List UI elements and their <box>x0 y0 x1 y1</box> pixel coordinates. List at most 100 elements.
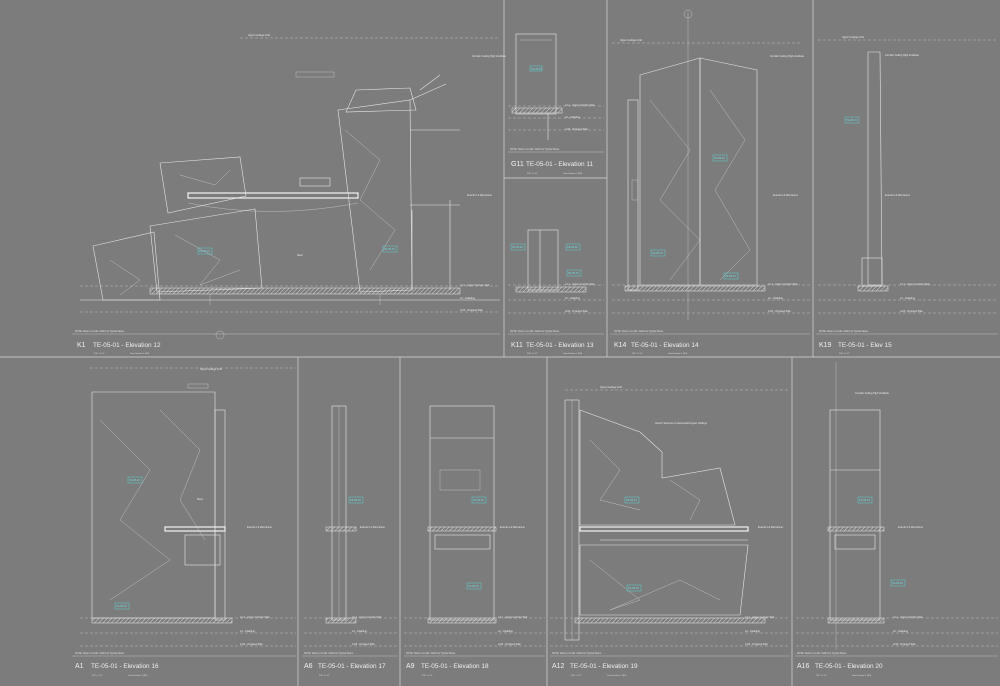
panel-view: View Section 1 (E2) <box>668 352 687 355</box>
panel-note: NOTE: Refer to A-101 / E011 for Typical … <box>75 330 125 333</box>
panel-scale: 1/4" = 1'-0" <box>816 675 827 677</box>
material-tag: TE-05-01 <box>628 586 639 590</box>
level-label: Exterior L2 Mezzanine <box>360 526 385 529</box>
level-label: L2.1 - Upper Corridor Slab <box>893 616 923 619</box>
interior-note: Interior Structure to Suspended Upper Ce… <box>655 422 708 425</box>
level-label: Exterior L2 Mezzanine <box>898 526 923 529</box>
panel-title: TE-05-01 - Elevation 16 <box>91 663 159 670</box>
panel-title: TE-05-01 - Elevation 19 <box>570 663 638 670</box>
panel-scale: 1/4" = 1'-0" <box>527 173 538 175</box>
panel-note: NOTE: Refer to A-101 / E011 for Typical … <box>406 652 456 655</box>
material-tag: TE-05-01 <box>199 249 210 253</box>
material-tag: TE-05-01 <box>725 274 736 278</box>
level-label: L2.1 - Upper Corridor Slab <box>768 283 798 286</box>
level-label: L2.1 - Upper Corridor Slab <box>240 616 270 619</box>
steel-label: Steel <box>297 254 303 257</box>
material-tag: TE-05-01 <box>116 604 127 608</box>
elevation-19-drawing: Upper Ceilings Grid Interior Structure t… <box>550 386 790 647</box>
panel-scale: 1/4" = 1'-0" <box>422 675 433 677</box>
elevation-18-drawing: TE-05-01 Exterior L2 Mezzanine TE-05-01 … <box>404 405 545 647</box>
level-label: Exterior L2 Mezzanine <box>885 194 910 197</box>
elevation-12-drawing: Upper Ceilings Grid Corridor Ceiling Hig… <box>80 34 507 340</box>
level-label: Exterior L2 Mezzanine <box>758 526 783 529</box>
panel-note: NOTE: Refer to A-101 / E011 for Typical … <box>614 330 664 333</box>
level-label: L2.B - Dropped Slab <box>240 643 263 646</box>
elevation-20-drawing: Corridor Ceiling High Vestibule TE-05-01… <box>796 362 998 650</box>
material-tag: TE-05-01 <box>567 245 578 249</box>
panel-note: NOTE: Refer to A-101 / E011 for Typical … <box>819 330 869 333</box>
level-label: Exterior L2 Mezzanine <box>247 526 272 529</box>
level-label: L2.B - Dropped Slab <box>900 310 923 313</box>
level-label: L2 - Cladding <box>900 297 915 300</box>
level-label: Corridor Ceiling High Vestibule <box>770 55 805 58</box>
elevation-19-title: NOTE: Refer to A-101 / E011 for Typical … <box>552 652 638 677</box>
panel-scale: 1/4" = 1'-0" <box>839 353 850 355</box>
panel-code: A6 <box>304 663 313 670</box>
level-label: L2 - Cladding <box>240 630 255 633</box>
material-tag: TE-05-01 <box>531 67 542 71</box>
material-tag: TE-05-01 <box>714 156 725 160</box>
elevation-12-title: NOTE: Refer to A-101 / E011 for Typical … <box>75 330 161 355</box>
material-tag: TE-05-01 <box>384 247 395 251</box>
level-label: L2.B - Dropped Slab <box>745 643 768 646</box>
material-tag: TE-05-01 <box>568 271 579 275</box>
panel-code: K11 <box>511 342 523 349</box>
panel-title: TE-05-01 - Elevation 20 <box>815 663 883 670</box>
elevation-17-drawing: TE-05-01 Exterior L2 Mezzanine L2.1 - Up… <box>304 405 398 647</box>
panel-scale: 1/4" = 1'-0" <box>94 353 105 355</box>
level-label: L2.1 - Upper Corridor Slab <box>352 616 382 619</box>
elevation-14-title: NOTE: Refer to A-101 / E011 for Typical … <box>614 330 699 355</box>
material-tag: TE-05-01 <box>468 584 479 588</box>
panel-note: NOTE: Refer to A-101 / E011 for Typical … <box>797 652 847 655</box>
panel-view: View Section 1 (E2) <box>852 674 871 677</box>
material-tag: TE-05-01 <box>512 245 523 249</box>
elevation-14-drawing: Upper Ceilings Grid Corridor Ceiling Hig… <box>612 9 810 320</box>
level-label: L2 - Cladding <box>460 297 475 300</box>
panel-code: A16 <box>797 663 810 670</box>
level-label: L2.1 - Upper Corridor Slab <box>565 283 595 286</box>
level-label: Upper Ceilings Grid <box>620 39 642 42</box>
level-label: Corridor Ceiling High Vestibule <box>885 54 920 57</box>
panel-view: View Section 1 (E2) <box>130 352 149 355</box>
level-label: L2 - Cladding <box>565 116 580 119</box>
elevation-11-title: NOTE: Refer to A-101 / E011 for Typical … <box>510 148 593 175</box>
panel-scale: 1/4" = 1'-0" <box>319 675 330 677</box>
material-tag: TE-05-01 <box>473 498 484 502</box>
material-tag: TE-05-01 <box>350 498 361 502</box>
panel-scale: 1/4" = 1'-0" <box>571 675 582 677</box>
level-label: L2.1 - Upper Corridor Slab <box>565 104 595 107</box>
panel-view: View Section 1 (E2) <box>128 674 147 677</box>
level-label: Upper Ceilings Grid <box>842 36 864 39</box>
level-label: L2.1 - Upper Corridor Slab <box>460 284 490 287</box>
panel-note: NOTE: Refer to A-101 / E011 for Typical … <box>304 652 354 655</box>
level-label: Exterior L2 Mezzanine <box>773 194 798 197</box>
panel-title: TE-05-01 - Elevation 18 <box>421 663 489 670</box>
panel-scale: 1/4" = 1'-0" <box>632 353 643 355</box>
panel-code: A12 <box>552 663 565 670</box>
material-tag: TE-05-01 <box>846 118 857 122</box>
elevation-20-title: NOTE: Refer to A-101 / E011 for Typical … <box>797 652 883 677</box>
material-tag: TE-05-01 <box>892 581 903 585</box>
steel-label: Steel <box>197 498 203 501</box>
level-label: Corridor Ceiling High Vestibule <box>855 392 890 395</box>
material-tag: TE-05-01 <box>859 498 870 502</box>
level-label: L2 - Cladding <box>745 630 760 633</box>
level-label: Upper Ceilings Grid <box>248 34 270 37</box>
panel-code: A1 <box>75 663 84 670</box>
panel-code: K14 <box>614 342 627 349</box>
panel-code: A9 <box>406 663 415 670</box>
level-label: L2.B - Dropped Slab <box>565 128 588 131</box>
panel-title: TE-05-01 - Elevation 13 <box>526 342 594 349</box>
panel-scale: 1/4" = 1'-0" <box>92 675 103 677</box>
panel-view: View Section 1 (E2) <box>607 674 626 677</box>
elevation-16-title: NOTE: Refer to A-101 / E011 for Typical … <box>75 652 159 677</box>
panel-note: NOTE: Refer to A-101 / E011 for Typical … <box>552 652 602 655</box>
panel-note: NOTE: Refer to A-101 / E011 for Typical … <box>75 652 125 655</box>
elevation-17-title: NOTE: Refer to A-101 / E011 for Typical … <box>304 652 386 677</box>
level-label: Upper Ceilings Grid <box>200 368 222 371</box>
elevation-13-title: NOTE: Refer to A-101 / E011 for Typical … <box>510 330 594 355</box>
panel-title: TE-05-01 - Elevation 17 <box>318 663 386 670</box>
level-label: Exterior L2 Mezzanine <box>500 526 525 529</box>
panel-note: NOTE: Refer to A-101 / E011 for Typical … <box>510 330 560 333</box>
